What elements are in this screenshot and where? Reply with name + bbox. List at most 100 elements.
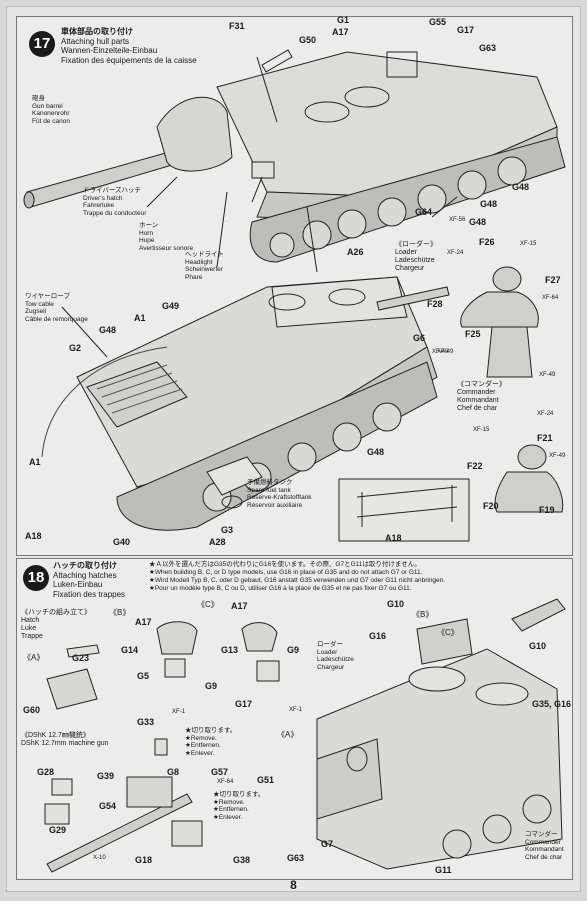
paint-code: X-10 <box>93 855 106 861</box>
part-F19: F19 <box>539 505 555 515</box>
part-G6: G6 <box>413 333 426 343</box>
type-c-label: 《C》 <box>437 628 459 637</box>
part-F31: F31 <box>229 21 245 31</box>
part-A28: A28 <box>209 537 226 547</box>
part-F26: F26 <box>479 237 495 247</box>
type-b-label: 《B》 <box>412 610 434 619</box>
part-G10: G10 <box>529 641 547 651</box>
drivers-hatch-label: ドライバーズハッチ Driver's hatch Fahrerluke Trap… <box>83 187 147 217</box>
part-A17: A17 <box>332 27 349 37</box>
step-18-panel: 18 ハッチの取り付け Attaching hatches Luken-Einb… <box>16 558 573 880</box>
part-G35-G16: G35, G16 <box>532 699 572 709</box>
gun-barrel-label: 砲身 Gun barrel Kanonenrohr Fût de canon <box>32 95 70 125</box>
paint-code: XF-49 <box>539 372 556 378</box>
part-G48: G48 <box>512 182 530 192</box>
horn-label: ホーン Horn Hupe Avertisseur sonore <box>139 222 194 252</box>
part-G63: G63 <box>479 43 497 53</box>
page-number: 8 <box>290 878 297 892</box>
part-A1: A1 <box>29 457 41 467</box>
machine-gun-label: 《DShK 12.7㎜機銃》 DShK 12.7mm machine gun <box>21 732 109 747</box>
part-G28: G28 <box>37 767 55 777</box>
part-G23: G23 <box>72 653 90 663</box>
part-G40: G40 <box>113 537 131 547</box>
hatch-diagram <box>44 598 566 873</box>
part-G10: G10 <box>387 599 405 609</box>
loader-label: ローダー Loader Ladeschütze Chargeur <box>317 641 354 671</box>
type-b-label: 《B》 <box>109 608 131 617</box>
part-G39: G39 <box>97 771 115 781</box>
step-17-panel: 17 車体部品の取り付け Attaching hull parts Wannen… <box>16 15 573 556</box>
paint-code: XF-15 <box>520 241 537 247</box>
type-a-label: 《A》 <box>277 730 299 739</box>
part-G48: G48 <box>367 447 385 457</box>
step-title: 車体部品の取り付け Attaching hull parts Wannen-Ei… <box>61 27 197 65</box>
part-A1: A1 <box>134 313 146 323</box>
part-G48: G48 <box>99 325 117 335</box>
part-G38: G38 <box>233 855 251 865</box>
paint-code: XF-49 <box>437 349 454 355</box>
paint-code: XF-64 <box>217 779 234 785</box>
paint-code: XF-15 <box>473 427 490 433</box>
part-G16: G16 <box>369 631 387 641</box>
hatch-assembly-label: 《ハッチの組み立て》 Hatch Luke Trappe <box>21 609 91 640</box>
part-G64: G64 <box>415 207 433 217</box>
part-A18: A18 <box>385 533 402 543</box>
paint-code: XF-1 <box>172 709 186 715</box>
part-F25: F25 <box>465 329 481 339</box>
part-G5: G5 <box>137 671 150 681</box>
type-c-label: 《C》 <box>197 600 219 609</box>
hull-diagram <box>23 49 566 542</box>
part-G17: G17 <box>457 25 475 35</box>
part-G1: G1 <box>337 15 350 25</box>
part-A18: A18 <box>25 531 42 541</box>
remove-note: ★切り取ります。 ★Remove. ★Entfernen. ★Enlever. <box>185 727 237 757</box>
part-G29: G29 <box>49 825 67 835</box>
part-G13: G13 <box>221 645 239 655</box>
part-G33: G33 <box>137 717 155 727</box>
part-F27: F27 <box>545 275 561 285</box>
part-G7: G7 <box>321 839 334 849</box>
part-G51: G51 <box>257 775 275 785</box>
paint-code: XF-1 <box>289 707 303 713</box>
paint-code: XF-49 <box>549 453 566 459</box>
part-G8: G8 <box>167 767 180 777</box>
paint-code: XF-64 <box>542 295 559 301</box>
part-G55: G55 <box>429 17 447 27</box>
remove-note: ★切り取ります。 ★Remove. ★Entfernen. ★Enlever. <box>213 791 265 821</box>
step-number: 17 <box>29 31 55 57</box>
part-G14: G14 <box>121 645 139 655</box>
tow-cable-label: ワイヤーロープ Tow cable Zugseil Câble de remor… <box>25 293 88 323</box>
part-G9: G9 <box>287 645 300 655</box>
part-A17: A17 <box>135 617 152 627</box>
commander-label: コマンダー Commander Kommandant Chef de char <box>525 831 564 861</box>
part-G17: G17 <box>235 699 253 709</box>
build-note: ★Ａ以外を選んだ方はG35の代わりにG16を使います。その際、G7とG11は取り… <box>149 561 446 592</box>
part-G57: G57 <box>211 767 229 777</box>
loader-label: 《ローダー》 Loader Ladeschütze Chargeur <box>395 241 437 272</box>
part-G18: G18 <box>135 855 153 865</box>
part-G48: G48 <box>469 217 487 227</box>
commander-label: 《コマンダー》 Commander Kommandant Chef de cha… <box>457 381 506 412</box>
part-G49: G49 <box>162 301 180 311</box>
part-A26: A26 <box>347 247 364 257</box>
part-F22: F22 <box>467 461 483 471</box>
part-G60: G60 <box>23 705 41 715</box>
paint-code: XF-56 <box>449 217 466 223</box>
part-G11: G11 <box>435 865 452 875</box>
type-a-label: 《A》 <box>23 653 45 662</box>
part-G50: G50 <box>299 35 317 45</box>
step-number: 18 <box>23 565 49 591</box>
part-G63: G63 <box>287 853 305 863</box>
paint-code: XF-49 <box>432 349 449 355</box>
part-F20: F20 <box>483 501 499 511</box>
part-F21: F21 <box>537 433 553 443</box>
step-title: ハッチの取り付け Attaching hatches Luken-Einbau … <box>53 561 126 599</box>
paint-code: XF-24 <box>537 411 554 417</box>
part-G48: G48 <box>480 199 498 209</box>
part-F28: F28 <box>427 299 443 309</box>
paint-code: XF-24 <box>447 250 464 256</box>
part-G2: G2 <box>69 343 82 353</box>
part-G9: G9 <box>205 681 218 691</box>
part-G54: G54 <box>99 801 117 811</box>
part-A17: A17 <box>231 601 248 611</box>
